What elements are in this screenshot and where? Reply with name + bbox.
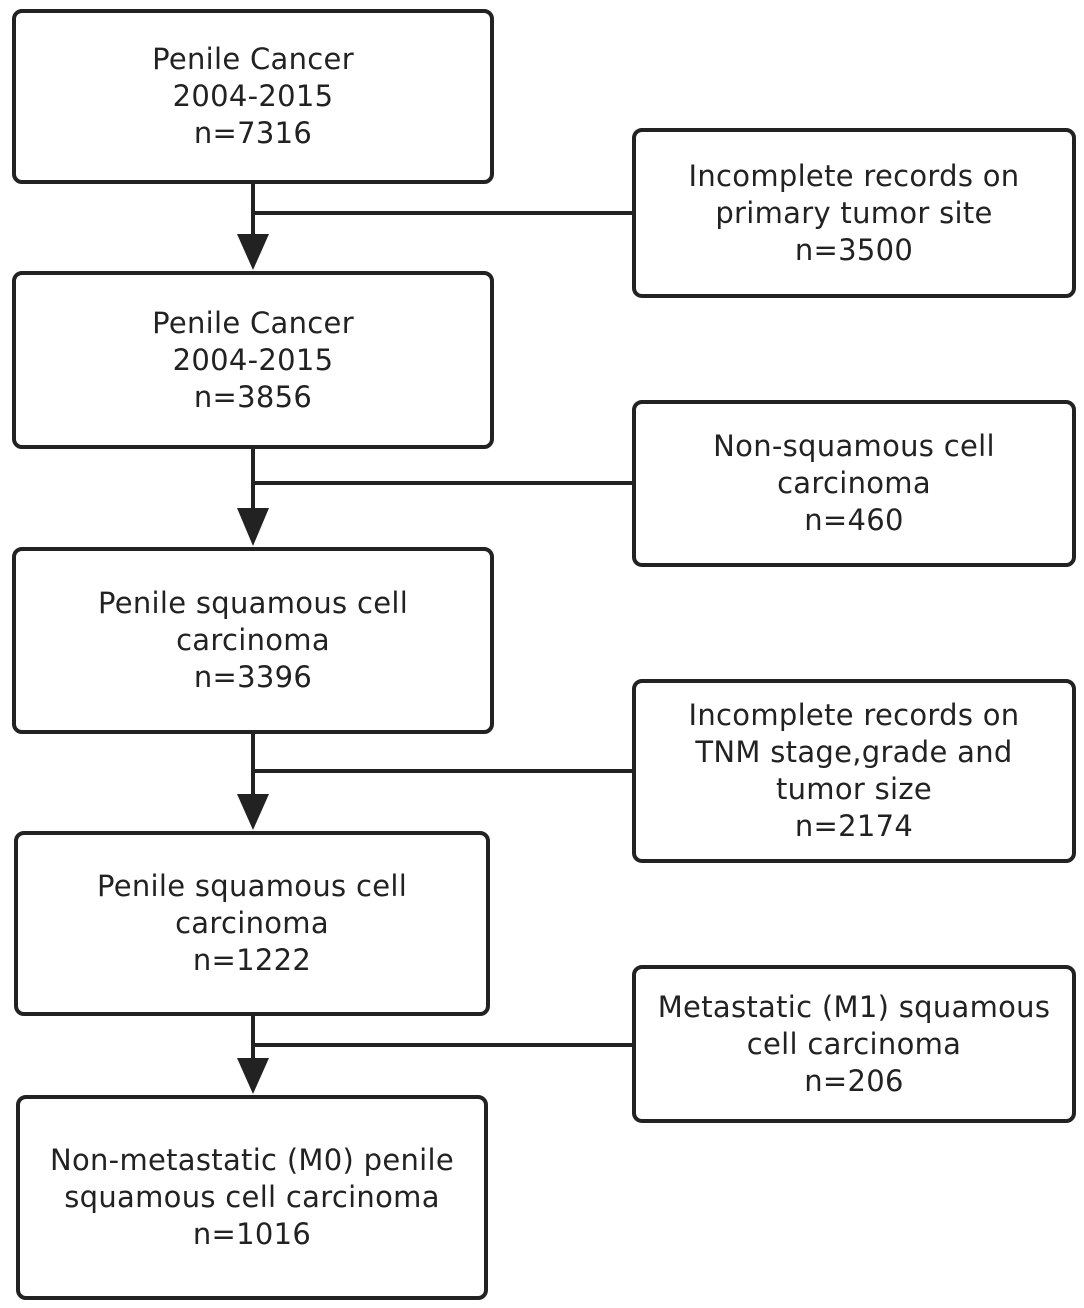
main-box-4: Penile squamous cell carcinoma n=1222 xyxy=(14,831,490,1016)
main-box-3-line-3: n=3396 xyxy=(193,660,313,694)
exclusion-box-4-line-1: Metastatic (M1) squamous xyxy=(657,989,1051,1024)
exclusion-box-3-line-2: TNM stage,grade and xyxy=(695,735,1013,769)
arrowhead-3 xyxy=(237,794,269,830)
arrowhead-1 xyxy=(237,234,269,270)
main-box-2-line-3: n=3856 xyxy=(193,379,313,414)
exclusion-box-1-line-3: n=3500 xyxy=(794,232,914,267)
exclusion-box-2: Non-squamous cell carcinoma n=460 xyxy=(632,400,1076,567)
exclusion-box-2-line-1: Non-squamous cell xyxy=(713,429,995,463)
exclusion-box-4-line-2: cell carcinoma xyxy=(746,1026,962,1061)
exclusion-box-2-line-3: n=460 xyxy=(804,503,904,537)
exclusion-box-1: Incomplete records on primary tumor site… xyxy=(632,128,1076,298)
main-box-5-line-2: squamous cell carcinoma xyxy=(64,1180,440,1214)
exclusion-box-2-line-2: carcinoma xyxy=(777,466,931,500)
main-box-2-line-1: Penile Cancer xyxy=(152,305,354,340)
main-box-1-line-2: 2004-2015 xyxy=(172,79,334,113)
exclusion-box-4-line-3: n=206 xyxy=(804,1063,904,1098)
main-box-2: Penile Cancer 2004-2015 n=3856 xyxy=(12,271,494,449)
main-box-2-line-2: 2004-2015 xyxy=(172,342,334,377)
main-box-1: Penile Cancer 2004-2015 n=7316 xyxy=(12,9,494,184)
exclusion-box-3-line-1: Incomplete records on xyxy=(688,698,1020,732)
exclusion-box-1-line-2: primary tumor site xyxy=(715,195,993,230)
main-box-1-line-1: Penile Cancer xyxy=(152,42,354,76)
main-box-4-line-2: carcinoma xyxy=(175,906,329,940)
main-box-5-line-3: n=1016 xyxy=(192,1217,312,1251)
exclusion-box-3-line-3: tumor size xyxy=(775,772,933,806)
arrowhead-2 xyxy=(237,508,269,546)
main-box-5: Non-metastatic (M0) penile squamous cell… xyxy=(16,1095,488,1300)
exclusion-box-3: Incomplete records on TNM stage,grade an… xyxy=(632,679,1076,863)
main-box-3-line-1: Penile squamous cell xyxy=(97,586,409,620)
main-box-4-line-3: n=1222 xyxy=(192,943,312,977)
main-box-3: Penile squamous cell carcinoma n=3396 xyxy=(12,547,494,734)
main-box-3-line-2: carcinoma xyxy=(176,623,330,657)
main-box-4-line-1: Penile squamous cell xyxy=(96,869,408,903)
arrowhead-4 xyxy=(237,1058,269,1094)
main-box-5-line-1: Non-metastatic (M0) penile xyxy=(49,1143,455,1177)
exclusion-box-4: Metastatic (M1) squamous cell carcinoma … xyxy=(632,965,1076,1123)
exclusion-box-1-line-1: Incomplete records on xyxy=(688,158,1020,193)
main-box-1-line-3: n=7316 xyxy=(193,116,313,150)
exclusion-box-3-line-4: n=2174 xyxy=(794,809,914,843)
